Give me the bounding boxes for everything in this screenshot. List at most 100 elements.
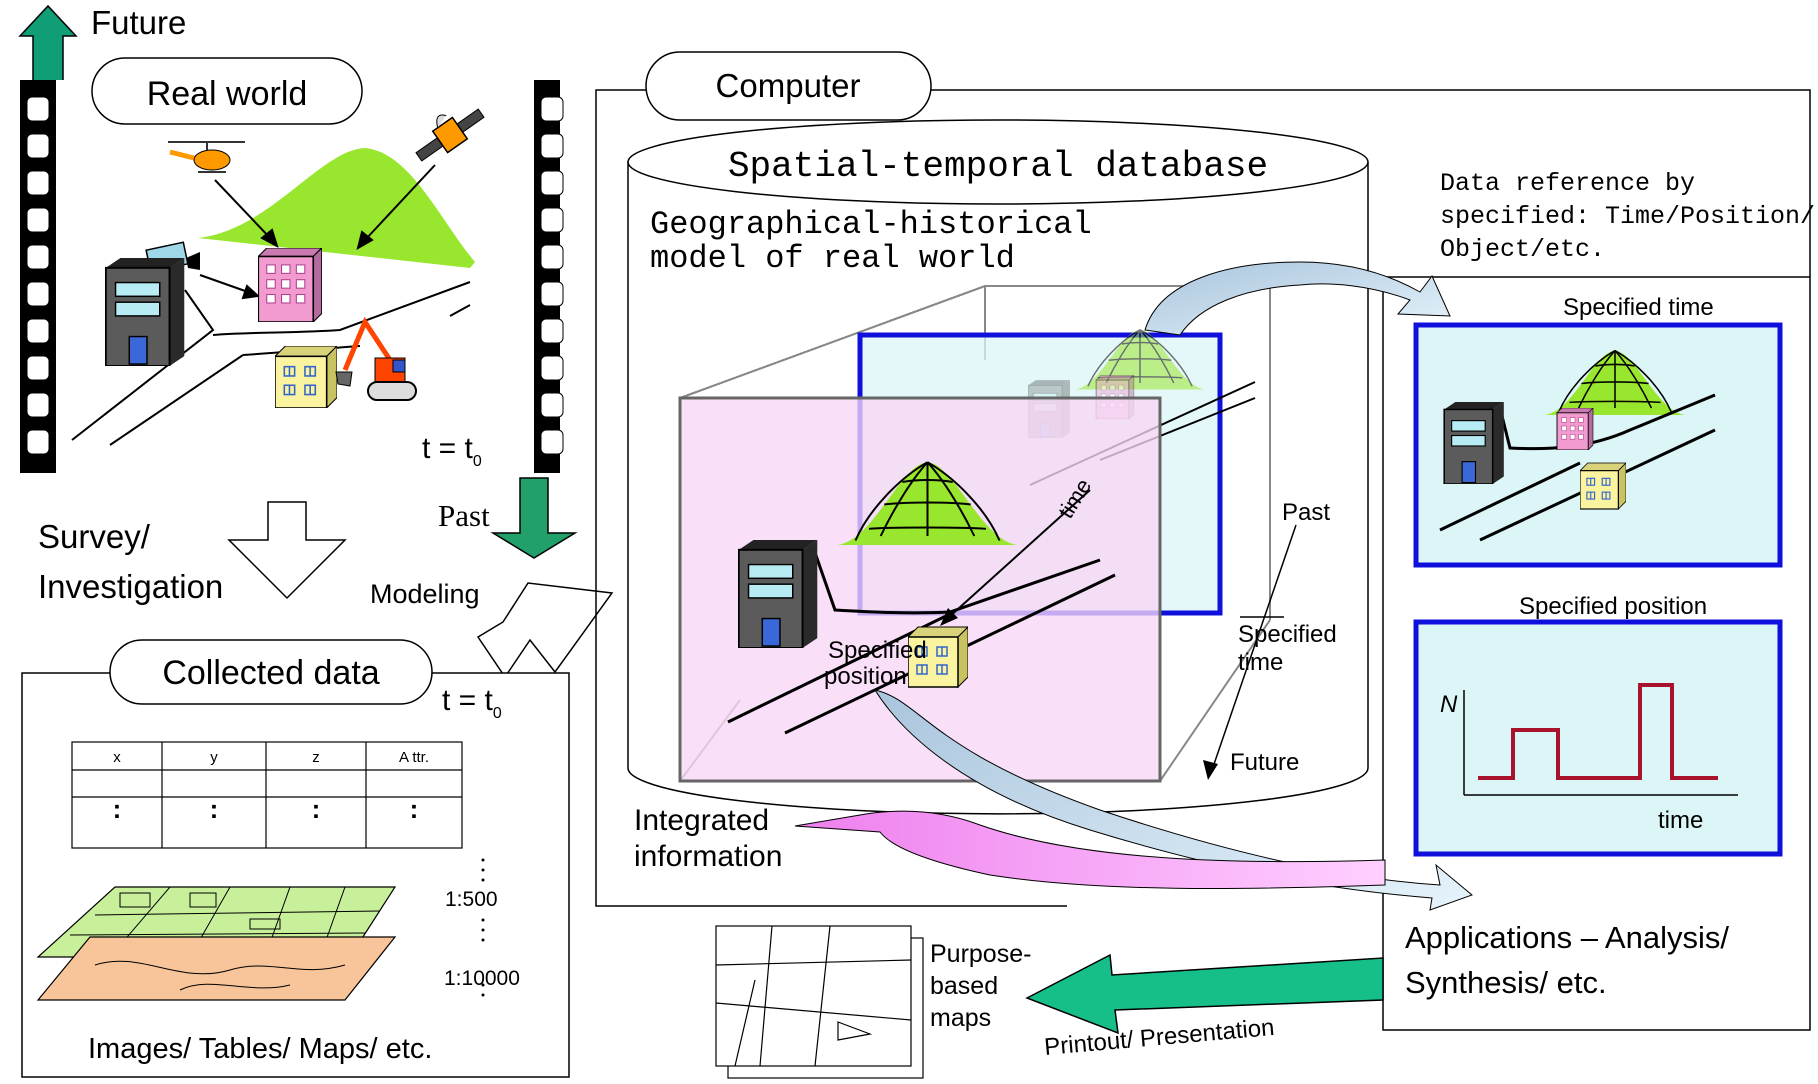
svg-text:Real world: Real world bbox=[147, 75, 308, 113]
data-reference-line1: Data reference by bbox=[1440, 169, 1695, 198]
film-sprocket-hole bbox=[540, 355, 564, 381]
film-sprocket-hole bbox=[26, 207, 50, 233]
film-sprocket-hole bbox=[540, 133, 564, 159]
scale-10000: 1:10000 bbox=[444, 967, 520, 990]
film-sprocket-hole bbox=[540, 244, 564, 270]
time-axis-arrow bbox=[940, 489, 1091, 626]
graph-y-label: N bbox=[1440, 691, 1458, 718]
roads bbox=[71, 281, 471, 446]
real-world-panel: t = t0 bbox=[20, 80, 564, 473]
data-table bbox=[71, 741, 463, 849]
specified-position-panel-title: Specified position bbox=[1519, 593, 1707, 620]
graph-x-label: time bbox=[1658, 807, 1703, 834]
table-header: A ttr. bbox=[399, 749, 429, 766]
space-time-cube: time Specified position Past Specified t… bbox=[678, 285, 1337, 783]
cube-future-label: Future bbox=[1230, 749, 1299, 776]
past-future-axis bbox=[1203, 524, 1297, 780]
film-sprocket-hole bbox=[26, 281, 50, 307]
collected-data-tag: Collected data bbox=[109, 639, 433, 705]
snapshot-building bbox=[1443, 402, 1505, 484]
cube-specified-time-line2: time bbox=[1238, 649, 1283, 676]
table-header: z bbox=[312, 749, 320, 766]
modeling-arrow bbox=[476, 582, 614, 679]
table-cell: : bbox=[410, 794, 419, 824]
film-sprocket-hole bbox=[26, 318, 50, 344]
collected-caption: Images/ Tables/ Maps/ etc. bbox=[88, 1033, 432, 1065]
collected-data-panel: t = t0 x y z A ttr. : : : : bbox=[21, 672, 570, 1078]
survey-label: Survey/ bbox=[38, 518, 151, 555]
real-world-time: t = t0 bbox=[422, 432, 482, 470]
current-building bbox=[738, 540, 818, 648]
specified-position-line1: Specified bbox=[828, 637, 927, 664]
data-reference-line2: specified: Time/Position/ bbox=[1440, 202, 1815, 231]
table-header: x bbox=[113, 749, 121, 766]
real-world-tag: Real world bbox=[91, 57, 363, 125]
film-sprocket-hole bbox=[540, 392, 564, 418]
integrated-info-line2: information bbox=[634, 840, 782, 873]
table-cell: : bbox=[113, 794, 122, 824]
scale-500: 1:500 bbox=[445, 888, 498, 911]
table-header: y bbox=[210, 749, 218, 766]
past-arrow bbox=[490, 477, 578, 559]
applications-line1: Applications – Analysis/ bbox=[1405, 920, 1729, 955]
computer-panel bbox=[595, 89, 1811, 907]
position-query-arrow bbox=[873, 689, 1473, 911]
modeling-label: Modeling bbox=[370, 579, 480, 609]
excavator-icon bbox=[335, 316, 417, 401]
film-sprocket-hole bbox=[540, 281, 564, 307]
computer-tag: Computer bbox=[645, 51, 932, 121]
purpose-maps-line1: Purpose- bbox=[930, 940, 1031, 968]
film-sprocket-hole bbox=[540, 96, 564, 122]
past-label: Past bbox=[438, 498, 490, 533]
film-sprocket-hole bbox=[26, 170, 50, 196]
data-reference-line3: Object/etc. bbox=[1440, 235, 1605, 264]
film-sprocket-hole bbox=[26, 429, 50, 455]
specified-time-view bbox=[1413, 322, 1783, 568]
office-building bbox=[105, 258, 185, 366]
future-arrow bbox=[18, 4, 78, 93]
printout-arrow bbox=[1025, 953, 1384, 1035]
scale-dots bbox=[481, 858, 485, 997]
svg-text:Collected data: Collected data bbox=[162, 654, 379, 692]
snapshot-yellow-building bbox=[1580, 462, 1626, 510]
satellite-icon bbox=[415, 108, 485, 162]
investigation-label: Investigation bbox=[38, 568, 223, 605]
film-sprocket-hole bbox=[540, 207, 564, 233]
helicopter-icon bbox=[168, 141, 245, 173]
map-layer-1-10000 bbox=[36, 936, 397, 1001]
specified-position-graph: N time bbox=[1413, 619, 1783, 857]
survey-down-arrow bbox=[227, 501, 347, 600]
film-sprocket-hole bbox=[26, 244, 50, 270]
table-cell: : bbox=[312, 794, 321, 824]
integrated-info-arrow bbox=[794, 810, 1386, 890]
snapshot-pink-building bbox=[1556, 408, 1594, 450]
collected-time: t = t0 bbox=[442, 684, 502, 722]
integrated-info-line1: Integrated bbox=[634, 804, 769, 837]
film-sprocket-hole bbox=[26, 355, 50, 381]
database-title: Spatial-temporal database bbox=[728, 146, 1268, 187]
cube-specified-time-line1: Specified bbox=[1238, 621, 1337, 648]
film-sprocket-hole bbox=[540, 318, 564, 344]
specified-position-line2: position bbox=[824, 663, 907, 690]
film-sprocket-hole bbox=[26, 96, 50, 122]
film-sprocket-hole bbox=[540, 170, 564, 196]
film-sprocket-hole bbox=[26, 133, 50, 159]
observation-arrows bbox=[199, 164, 436, 300]
model-title-line2: model of real world bbox=[650, 240, 1015, 277]
cube-past-label: Past bbox=[1282, 499, 1330, 526]
applications-line2: Synthesis/ etc. bbox=[1405, 965, 1607, 1000]
data-reference-arrow bbox=[1144, 261, 1451, 336]
yellow-building bbox=[275, 346, 337, 408]
svg-text:Computer: Computer bbox=[716, 67, 861, 104]
table-cell: : bbox=[210, 794, 219, 824]
purpose-maps-line2: based bbox=[930, 972, 998, 1000]
specified-time-panel-title: Specified time bbox=[1563, 294, 1714, 321]
film-sprocket-hole bbox=[540, 429, 564, 455]
pink-building bbox=[258, 248, 322, 322]
purpose-based-maps-icon bbox=[715, 925, 924, 1079]
film-sprocket-hole bbox=[26, 392, 50, 418]
printout-label: Printout/ Presentation bbox=[1043, 1014, 1275, 1061]
model-title-line1: Geographical-historical bbox=[650, 206, 1092, 243]
purpose-maps-line3: maps bbox=[930, 1004, 991, 1032]
